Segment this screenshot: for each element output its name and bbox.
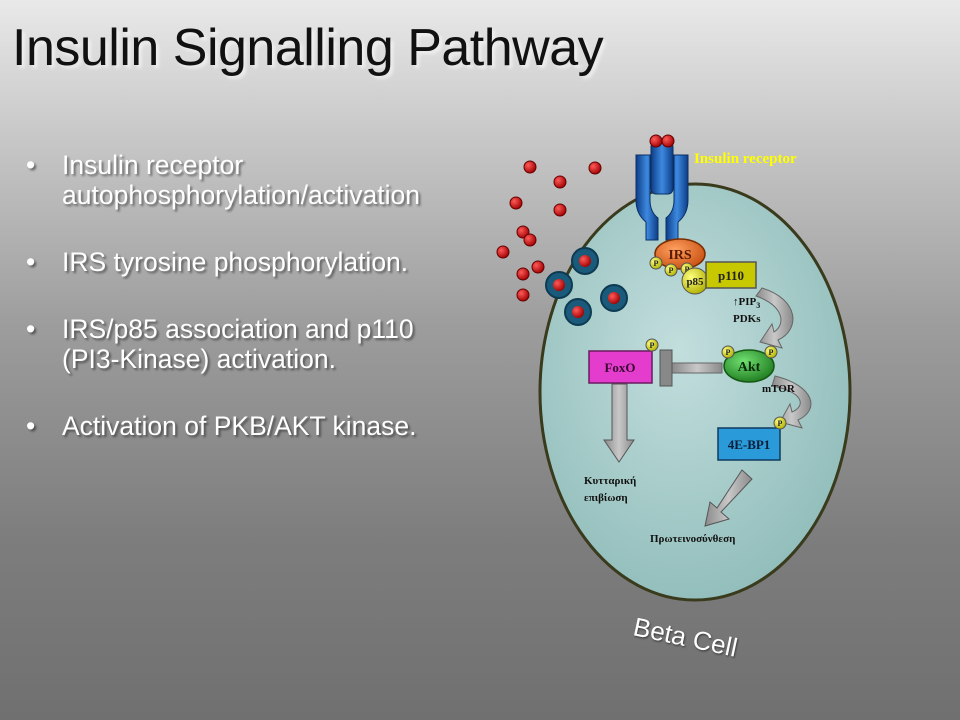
insulin-vesicle <box>600 284 628 312</box>
insulin-molecule <box>523 233 537 247</box>
bullet-dot: • <box>26 314 36 344</box>
4ebp1-to-protein-synthesis-arrow <box>704 469 753 527</box>
bullet-dot: • <box>26 247 36 277</box>
insulin-molecule <box>516 267 530 281</box>
insulin-molecule <box>523 160 537 174</box>
beta-cell-label: Beta Cell <box>631 611 740 662</box>
phosphate-group: P <box>764 345 778 359</box>
bound-insulin <box>661 134 675 148</box>
akt-node <box>723 349 775 383</box>
insulin-receptor-label: Insulin receptor <box>694 151 797 167</box>
svg-text:P: P <box>726 348 731 357</box>
bullet-list: • Insulin receptor autophosphorylation/a… <box>24 150 514 478</box>
pi3k-to-akt-arrow <box>755 287 794 349</box>
phosphate-group: P <box>773 416 787 430</box>
insulin-molecule <box>553 203 567 217</box>
svg-text:P: P <box>685 265 690 274</box>
bullet-dot: • <box>26 411 36 441</box>
phosphate-group: P <box>721 345 735 359</box>
bullet-text: IRS/p85 association and p110 (PI3-Kinase… <box>62 314 414 374</box>
phosphate-group: P <box>664 263 678 277</box>
4ebp1-label: 4E-BP1 <box>728 437 771 452</box>
insulin-molecule <box>553 175 567 189</box>
insulin-vesicle <box>564 298 592 326</box>
4ebp1-node <box>717 427 781 461</box>
svg-text:P: P <box>654 259 659 268</box>
bullet-dot: • <box>26 150 36 180</box>
foxo-node <box>588 350 653 384</box>
insulin-molecule <box>531 260 545 274</box>
insulin-molecule <box>588 161 602 175</box>
irs-label: IRS <box>668 248 692 263</box>
svg-text:P: P <box>669 266 674 275</box>
svg-text:P: P <box>650 341 655 350</box>
foxo-to-survival-arrow <box>603 383 635 463</box>
pip3-label: ↑PIP3 <box>733 296 760 310</box>
insulin-molecule <box>496 245 510 259</box>
protein-synthesis-label: Πρωτεινοσύνθεση <box>650 533 735 545</box>
insulin-receptor <box>635 134 689 241</box>
slide-title: Insulin Signalling Pathway <box>12 19 604 77</box>
insulin-vesicle <box>571 247 599 275</box>
p85-label: p85 <box>686 276 704 288</box>
bullet-item: • IRS tyrosine phosphorylation. <box>24 247 514 277</box>
svg-text:P: P <box>778 419 783 428</box>
akt-inhibits-foxo <box>659 349 723 387</box>
insulin-molecule <box>516 288 530 302</box>
irs-node <box>654 238 706 270</box>
akt-to-mtor-arrow <box>771 375 812 429</box>
bullet-text: IRS tyrosine phosphorylation. <box>62 247 409 277</box>
svg-text:P: P <box>769 348 774 357</box>
insulin-vesicle <box>545 271 573 299</box>
foxo-label: FoxO <box>604 360 635 375</box>
pdks-label: PDKs <box>733 313 761 325</box>
bullet-text: Activation of PKB/AKT kinase. <box>62 411 417 441</box>
bullet-item: • Activation of PKB/AKT kinase. <box>24 411 514 441</box>
cell-survival-label-1: Κυτταρική <box>584 475 636 487</box>
cell-survival-label-2: επιβίωση <box>584 492 628 504</box>
akt-label: Akt <box>738 360 761 375</box>
insulin-vesicles <box>545 247 628 326</box>
phosphate-group: P <box>645 338 659 352</box>
phosphate-group: P <box>649 256 663 270</box>
p110-label: p110 <box>718 268 744 283</box>
p110-node <box>705 261 757 289</box>
bound-insulin <box>649 134 663 148</box>
bullet-text: Insulin receptor autophosphorylation/act… <box>62 150 420 210</box>
insulin-molecules <box>496 160 602 302</box>
bullet-item: • Insulin receptor autophosphorylation/a… <box>24 150 514 210</box>
mtor-label: mTOR <box>762 383 796 395</box>
bullet-item: • IRS/p85 association and p110 (PI3-Kina… <box>24 314 514 374</box>
insulin-molecule <box>509 196 523 210</box>
